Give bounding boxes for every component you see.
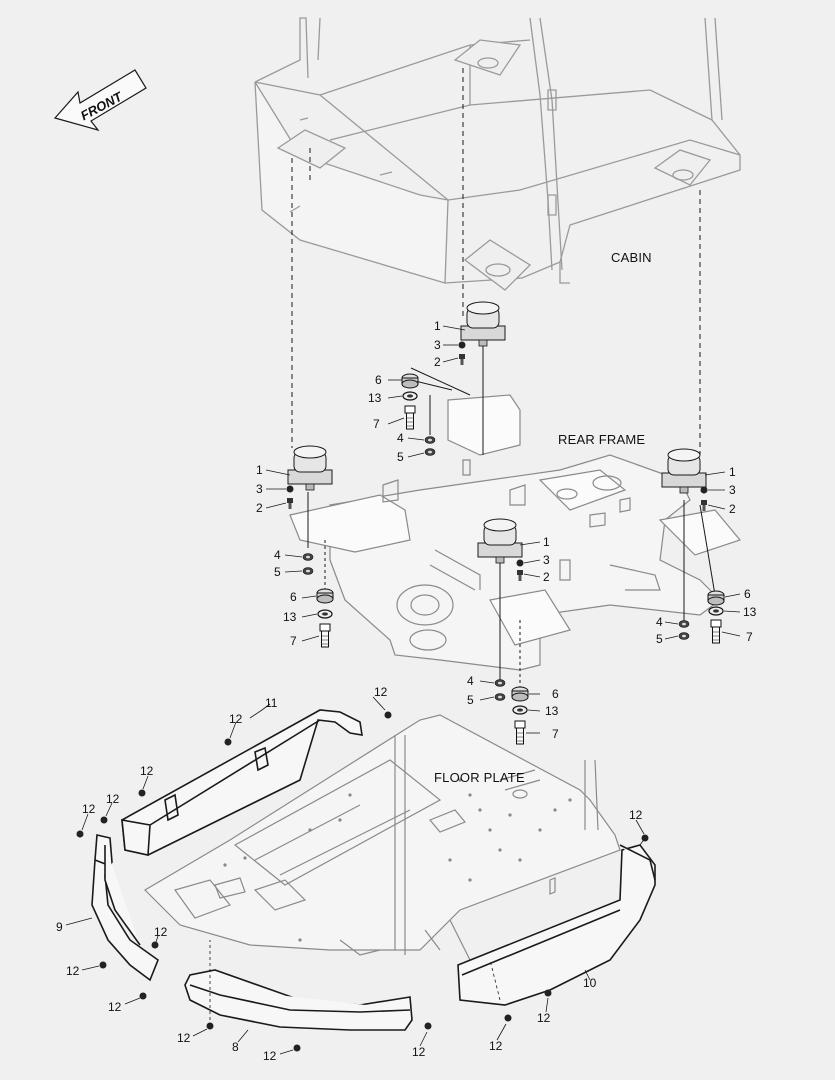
cover-part-11 — [121, 709, 363, 856]
floor-plate-holes — [223, 778, 572, 942]
callout-r-6: 6 — [744, 587, 751, 601]
callout-c-2: 2 — [543, 570, 550, 584]
callout-rc-2: 2 — [434, 355, 441, 369]
callout-r-4: 4 — [656, 615, 663, 629]
callout-leaders — [265, 325, 741, 734]
cover-part-8 — [184, 969, 413, 1031]
callout-rc-4: 4 — [397, 431, 404, 445]
floor-plate-outline — [144, 714, 621, 961]
callout-rc-13: 13 — [368, 391, 382, 405]
callout-f-12m: 12 — [537, 1011, 551, 1025]
callout-r-5: 5 — [656, 632, 663, 646]
callout-r-1: 1 — [729, 465, 736, 479]
callout-f-12d: 12 — [106, 792, 120, 806]
callout-r-2: 2 — [729, 502, 736, 516]
callout-c-7: 7 — [552, 727, 559, 741]
callout-fl-4: 4 — [274, 548, 281, 562]
callout-f-8: 8 — [232, 1040, 239, 1054]
rear-frame-outline — [289, 394, 742, 671]
callout-rc-7: 7 — [373, 417, 380, 431]
callout-c-13: 13 — [545, 704, 559, 718]
callout-f-12j: 12 — [177, 1031, 191, 1045]
callout-r-7: 7 — [746, 630, 753, 644]
callout-c-6: 6 — [552, 687, 559, 701]
callout-f-12h: 12 — [66, 964, 80, 978]
callout-f-12b: 12 — [229, 712, 243, 726]
cabin-dash-lines — [291, 68, 701, 455]
callout-f-11: 11 — [265, 696, 278, 710]
callout-rc-1: 1 — [434, 319, 441, 333]
callout-f-12n: 12 — [489, 1039, 503, 1053]
callout-c-1: 1 — [543, 535, 550, 549]
callout-f-10: 10 — [583, 976, 597, 990]
cover-part-10 — [457, 844, 656, 1006]
callout-fl-7: 7 — [290, 634, 297, 648]
callout-f-12e: 12 — [82, 802, 96, 816]
floor-leaders — [65, 696, 646, 1055]
front-arrow-icon — [53, 69, 147, 132]
callout-rc-5: 5 — [397, 450, 404, 464]
callout-rc-3: 3 — [434, 338, 441, 352]
callout-f-12a: 12 — [374, 685, 388, 699]
callout-f-12g: 12 — [154, 925, 168, 939]
callout-c-5: 5 — [467, 693, 474, 707]
cover-part-9 — [91, 834, 159, 982]
callout-fl-3: 3 — [256, 482, 263, 496]
callout-f-9: 9 — [56, 920, 63, 934]
callout-f-12l: 12 — [412, 1045, 426, 1059]
callout-r-13: 13 — [743, 605, 757, 619]
callout-fl-6: 6 — [290, 590, 297, 604]
caption-cabin: CABIN — [611, 250, 652, 265]
callout-f-12f: 12 — [629, 808, 643, 822]
callout-fl-5: 5 — [274, 565, 281, 579]
callout-r-3: 3 — [729, 483, 736, 497]
callout-f-12c: 12 — [140, 764, 154, 778]
callout-fl-13: 13 — [283, 610, 297, 624]
callout-fl-1: 1 — [256, 463, 263, 477]
caption-rear-frame: REAR FRAME — [558, 432, 646, 447]
callout-f-12i: 12 — [108, 1000, 122, 1014]
callout-fl-2: 2 — [256, 501, 263, 515]
callout-c-4: 4 — [467, 674, 474, 688]
cabin-outline — [254, 17, 741, 291]
caption-floor-plate: FLOOR PLATE — [434, 770, 525, 785]
callout-f-12k: 12 — [263, 1049, 277, 1063]
callout-c-3: 3 — [543, 553, 550, 567]
callout-rc-6: 6 — [375, 373, 382, 387]
